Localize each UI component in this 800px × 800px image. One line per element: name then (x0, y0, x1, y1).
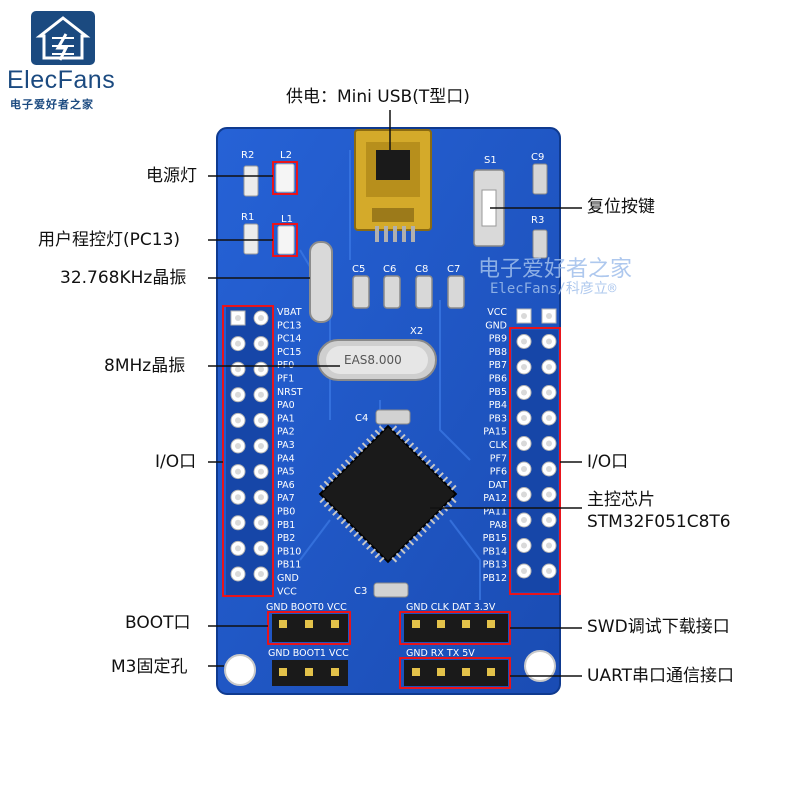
right-pin-label: PB8 (489, 347, 507, 358)
silk-c3: C3 (354, 586, 367, 597)
crystal-marking: EAS8.000 (344, 353, 402, 367)
right-pin-label: PB14 (483, 546, 507, 557)
silk-uart: GND RX TX 5V (406, 648, 475, 659)
left-pin-label: PA5 (277, 467, 295, 478)
callout-boot: BOOT口 (125, 613, 191, 633)
callout-reset: 复位按键 (587, 197, 655, 217)
brand-tagline: 电子爱好者之家 (10, 98, 94, 111)
right-pin-label: PB5 (489, 387, 507, 398)
silk-c5: C5 (352, 264, 365, 275)
callout-uart: UART串口通信接口 (587, 666, 735, 686)
right-pin-label: DAT (488, 480, 507, 491)
callout-m3-hole: M3固定孔 (111, 657, 188, 677)
right-pin-label: PB3 (489, 413, 507, 424)
left-pin-label: PC15 (277, 347, 301, 358)
silk-c4: C4 (355, 413, 368, 424)
right-pin-label: PA8 (489, 520, 507, 531)
callout-power-led: 电源灯 (146, 166, 197, 186)
right-pin-label: PF6 (490, 467, 507, 478)
silk-boot1: GND BOOT1 VCC (268, 648, 349, 659)
silk-r1: R1 (241, 212, 254, 223)
silk-s1: S1 (484, 155, 497, 166)
silk-r2: R2 (241, 150, 254, 161)
left-pin-label: PB0 (277, 507, 295, 518)
left-pin-label: PA3 (277, 440, 295, 451)
right-pin-label: PF7 (490, 453, 507, 464)
left-pin-label: PB11 (277, 560, 301, 571)
callout-mcu-part: STM32F051C8T6 (587, 512, 731, 532)
watermark-line1: 电子爱好者之家 (478, 257, 633, 282)
silk-c6: C6 (383, 264, 396, 275)
left-pin-label: PA0 (277, 400, 295, 411)
callout-power-supply: 供电：Mini USB(T型口) (286, 87, 470, 107)
left-pin-label: PA6 (277, 480, 295, 491)
silk-swd: GND CLK DAT 3.3V (406, 602, 496, 613)
callout-mcu-title: 主控芯片 (587, 490, 655, 510)
left-pin-label: VCC (277, 586, 297, 597)
right-pin-label: PB6 (489, 374, 507, 385)
silk-l1: L1 (281, 214, 293, 225)
left-pin-label: PA1 (277, 413, 295, 424)
callout-io-left: I/O口 (155, 452, 197, 472)
left-pin-label: PA7 (277, 493, 295, 504)
elecfans-logo-icon (31, 11, 95, 65)
left-pin-label: PB10 (277, 546, 301, 557)
right-pin-label: PB9 (489, 334, 507, 345)
callout-crystal-32k: 32.768KHz晶振 (60, 268, 187, 288)
right-pin-label: PA11 (483, 507, 507, 518)
silk-x2: X2 (410, 326, 423, 337)
right-pin-label: PB13 (483, 560, 507, 571)
right-pin-label: VCC (487, 307, 507, 318)
brand-name: ElecFans (7, 66, 116, 94)
silk-c7: C7 (447, 264, 460, 275)
left-pin-label: GND (277, 573, 299, 584)
right-pin-label: PA12 (483, 493, 507, 504)
left-pin-label: PC13 (277, 320, 301, 331)
callout-swd: SWD调试下载接口 (587, 617, 730, 637)
left-pin-label: PA4 (277, 453, 295, 464)
left-pin-label: NRST (277, 387, 303, 398)
silk-l2: L2 (280, 150, 292, 161)
watermark-line2: ElecFans/科彦立® (490, 281, 617, 297)
callout-io-right: I/O口 (587, 452, 629, 472)
right-pin-label: GND (485, 320, 507, 331)
right-pin-label: PB12 (483, 573, 507, 584)
left-pin-label: VBAT (277, 307, 302, 318)
callout-user-led: 用户程控灯(PC13) (38, 230, 181, 250)
silk-r3: R3 (531, 215, 544, 226)
silk-c8: C8 (415, 264, 428, 275)
silk-c9: C9 (531, 152, 544, 163)
right-pin-label: PB7 (489, 360, 507, 371)
left-pin-label: PF1 (277, 374, 294, 385)
right-pin-label: CLK (489, 440, 508, 451)
left-pin-label: PA2 (277, 427, 295, 438)
left-pin-label: PB1 (277, 520, 295, 531)
right-pin-label: PA15 (483, 427, 507, 438)
left-pin-label: PB2 (277, 533, 295, 544)
callout-crystal-8m: 8MHz晶振 (104, 356, 186, 376)
right-pin-label: PB15 (483, 533, 507, 544)
silk-boot0: GND BOOT0 VCC (266, 602, 347, 613)
left-pin-label: PC14 (277, 334, 301, 345)
right-pin-label: PB4 (489, 400, 507, 411)
